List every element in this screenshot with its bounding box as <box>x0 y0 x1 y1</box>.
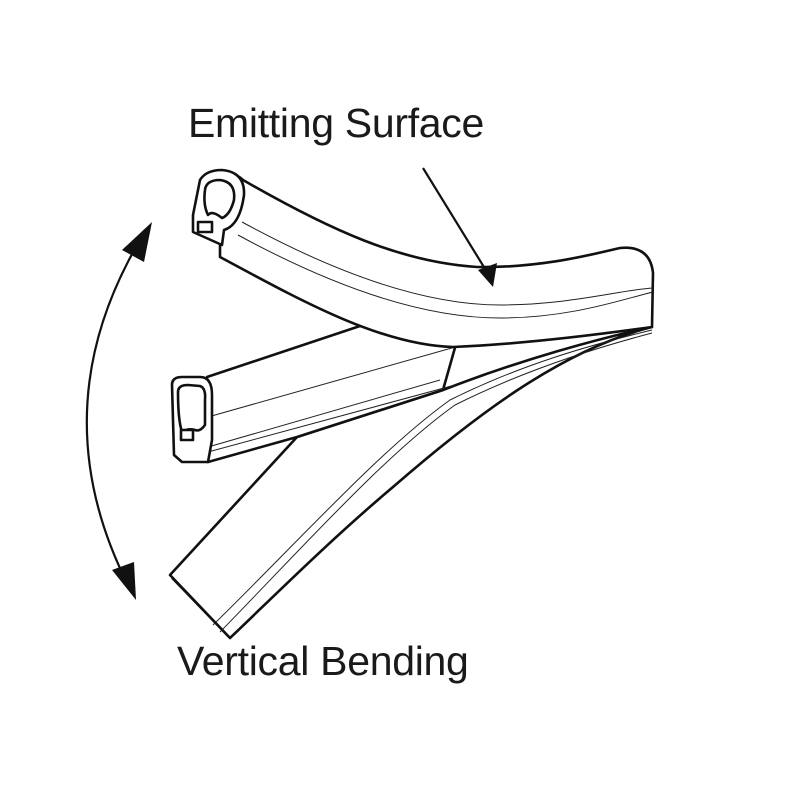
emitting-surface-arrow <box>422 167 497 287</box>
vertical-bending-label: Vertical Bending <box>177 638 469 684</box>
top-curved-strip <box>191 168 655 349</box>
connector-icon <box>196 220 214 234</box>
straight-strip <box>170 324 481 464</box>
vertical-bending-arrow <box>85 222 152 600</box>
bent-down-strip <box>168 325 654 640</box>
connector-icon <box>179 428 195 442</box>
emitting-surface-label: Emitting Surface <box>188 100 484 146</box>
